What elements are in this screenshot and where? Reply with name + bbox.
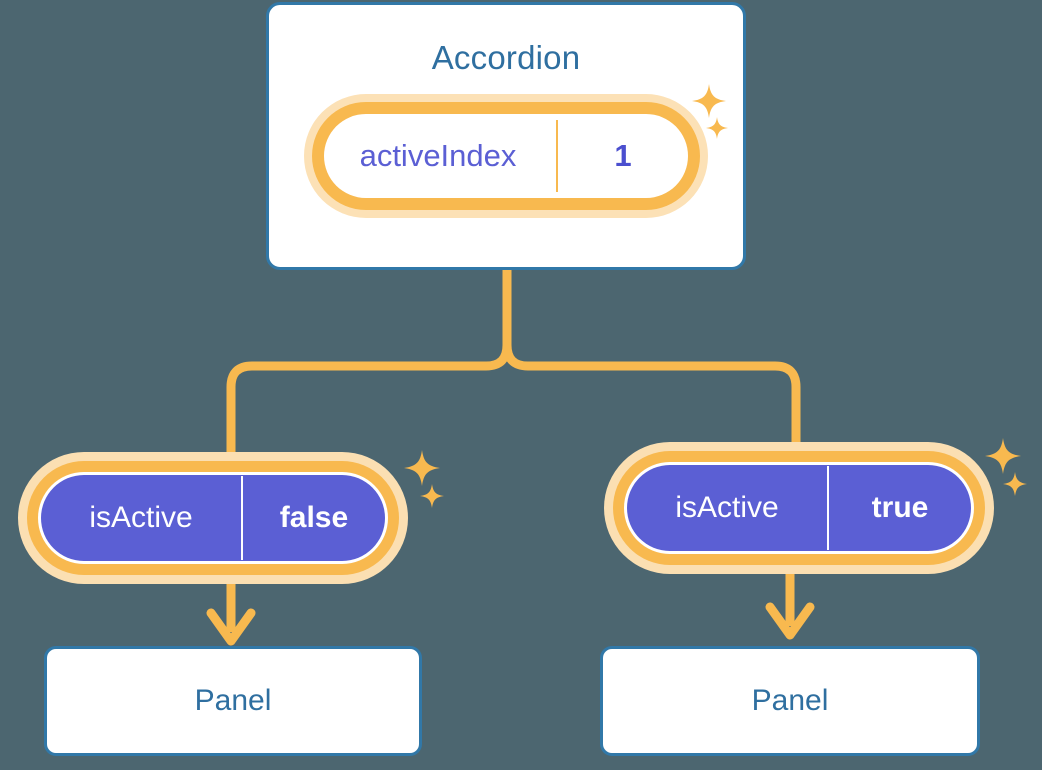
pill-body: activeIndex 1 <box>324 114 688 198</box>
state-key-label: isActive <box>89 501 193 534</box>
panel-card-right: Panel <box>600 646 980 756</box>
sparkle-icon <box>420 484 444 508</box>
state-badge-active-index[interactable]: activeIndex 1 <box>304 94 708 218</box>
pill-divider <box>241 476 243 560</box>
state-badge-is-active-true[interactable]: isActive true <box>604 442 994 574</box>
state-key-label: isActive <box>675 491 779 524</box>
state-value-label: false <box>279 501 349 534</box>
sparkle-icon <box>692 84 726 118</box>
state-badge-is-active-false[interactable]: isActive false <box>18 452 408 584</box>
sparkle-icon <box>1003 472 1027 496</box>
state-key-label: activeIndex <box>359 138 517 173</box>
pill-body: isActive false <box>41 475 385 561</box>
pill-body: isActive true <box>627 465 971 551</box>
panel-label: Panel <box>751 684 829 717</box>
sparkle-icon <box>706 117 728 139</box>
page-title: Accordion <box>431 39 581 76</box>
sparkle-icon <box>985 438 1021 474</box>
state-value-label: true <box>871 491 929 524</box>
state-value-label: 1 <box>614 138 632 173</box>
panel-card-left: Panel <box>44 646 422 756</box>
pill-divider <box>827 466 829 550</box>
panel-label: Panel <box>194 684 272 717</box>
sparkle-icon <box>404 450 440 486</box>
pill-divider <box>556 120 558 192</box>
